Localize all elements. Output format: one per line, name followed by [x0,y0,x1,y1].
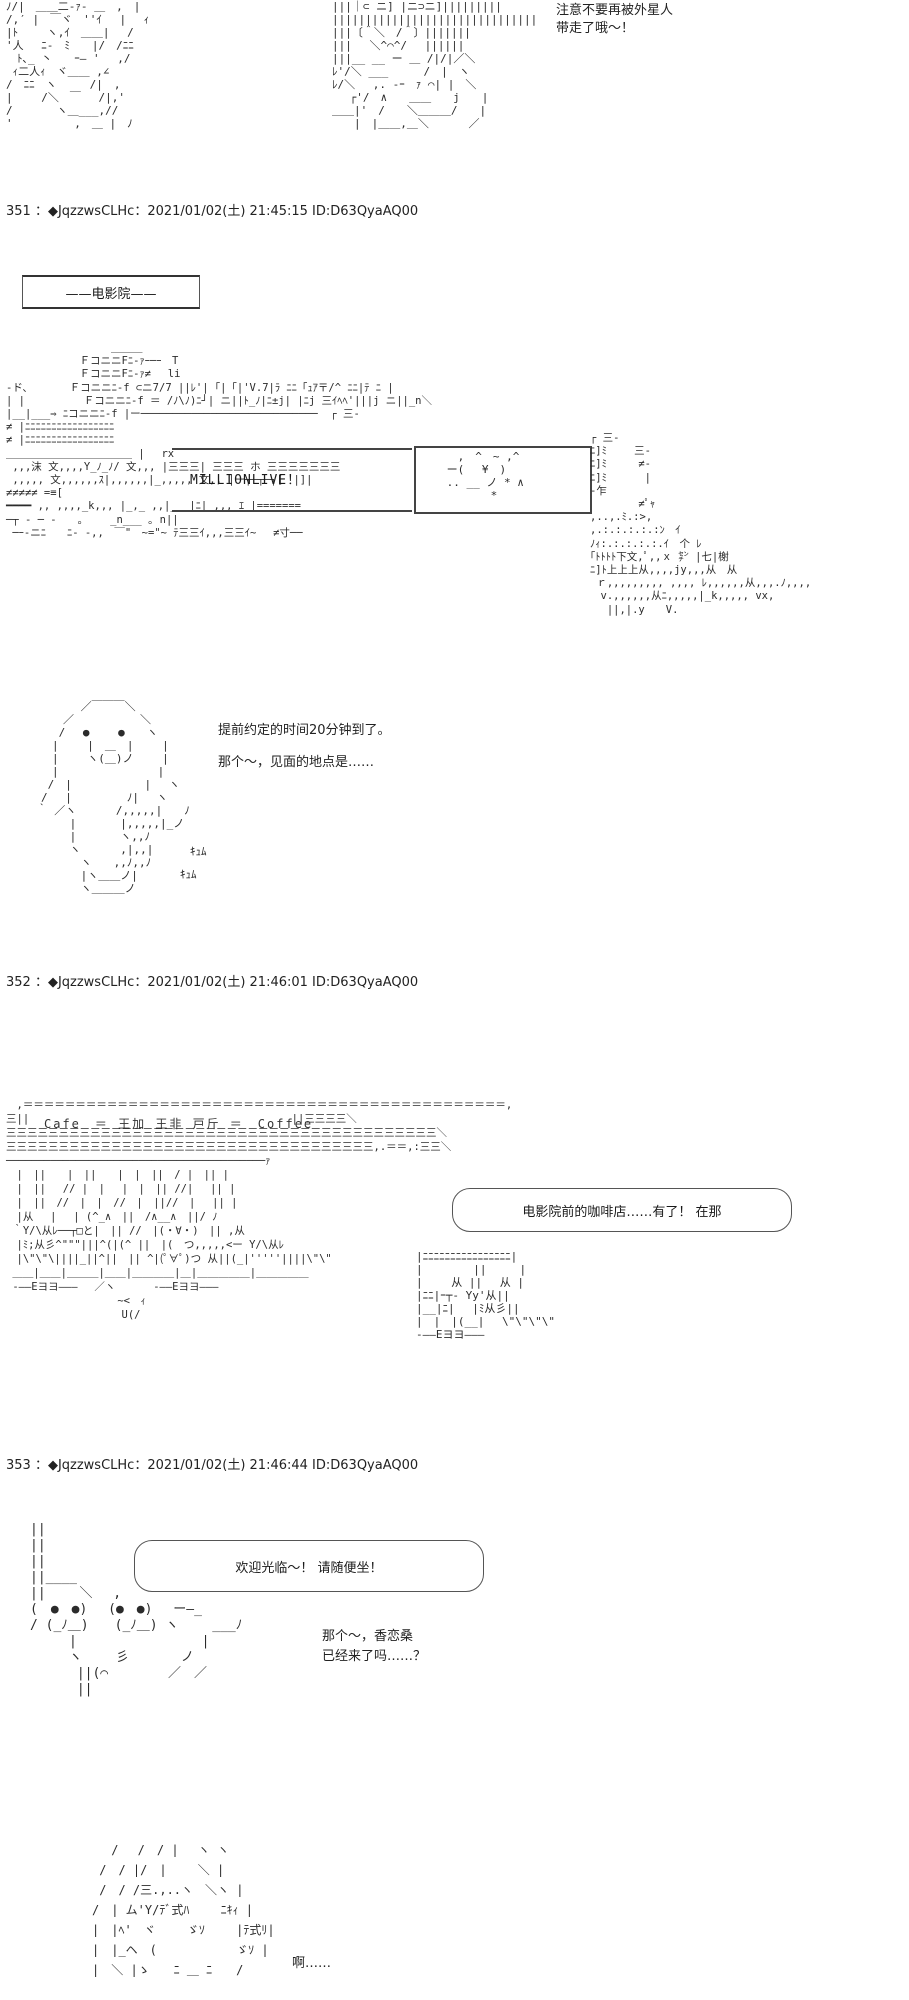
welcome-bubble-text: 欢迎光临～！ 请随便坐！ [235,1560,383,1576]
cinema-right-art: ┌ 三- ﾆ]ﾐ 三- ﾆ]ﾐ ≠‐ ﾆ]ﾐ | -乍 ≠ﾟｬ ,..,.ﾐ.:… [590,432,812,616]
post-header: 351 ：◆JqzzwsCLHc：2021/01/02(土) 21:45:15 … [6,204,419,219]
cinema-sign: MILLIONLIVE！ [190,473,302,488]
cafe-right-art: |ﾆﾆﾆﾆﾆﾆﾆﾆﾆﾆﾆﾆﾆﾆﾆﾆ| | || | | 从 || 从 | |ﾆﾆ… [416,1250,555,1341]
cinema-sign-frame [172,448,412,512]
cinema-art: ＿＿＿ ＦコニニFﾆ-ｧｰ─ｰ T ＦコニニFﾆ-ｧ≠ li -ド、 Ｆコニニﾆ… [6,342,433,539]
cinema-poster-art: , ^ ~ ,^ ー( ¥ ) .. __ ノ * ∧ * [446,450,524,502]
character-art: ／￣￣￣＼ ／ ＼ / ● ● ヽ | | ＿ | | | ヽ(＿)ノ | | … [36,700,190,895]
top-middle-art: |||｜⊂ ニ] |ニ⊃ニ]||||||||| ||||||||||||||||… [332,0,538,130]
bottom-speech: 啊…… [292,1956,332,1971]
cafe-sign: Cafe ＝ 王加 王非 戸斤 ＝ Coffee [44,1117,314,1131]
speech-bubble-cafe: 电影院前的咖啡店……有了！ 在那 [452,1188,792,1232]
scene-title: ——电影院—— [65,286,157,302]
scene-title-box: ——电影院—— [22,275,200,309]
sfx-1: ｷｭﾑ [190,845,207,858]
post-header: 352 ：◆JqzzwsCLHc：2021/01/02(土) 21:46:01 … [6,975,419,990]
post-header: 353 ：◆JqzzwsCLHc：2021/01/02(土) 21:46:44 … [6,1458,419,1473]
speech-bubble-welcome: 欢迎光临～！ 请随便坐！ [134,1540,484,1592]
waiter-art: || || || ||____ || ＼ , ( ● ●) (● ●) ー―_ … [30,1522,243,1697]
sfx-2: ｷｭﾑ [180,868,197,881]
top-left-art: ﾉ/| ＿＿二-ｧ- ＿ , | /,′ | ￣ヾ ''ｲ | ｨ |ﾄ ヽ,ｲ… [6,0,150,130]
top-speech-line2: 带走了哦～！ [556,21,635,36]
speech-line1: 那个～，香恋桑 [322,1629,414,1644]
narration-line1: 提前约定的时间20分钟到了。 [218,723,391,738]
speech-line2: 已经来了吗……？ [322,1649,427,1664]
cafe-art: ,＝＝＝＝＝＝＝＝＝＝＝＝＝＝＝＝＝＝＝＝＝＝＝＝＝＝＝＝＝＝＝＝＝＝＝＝＝＝＝… [6,1099,513,1321]
narration-line2: 那个～，见面的地点是…… [218,755,375,770]
cafe-bubble-text: 电影院前的咖啡店……有了！ 在那 [522,1204,722,1220]
top-speech-line1: 注意不要再被外星人 [556,3,674,18]
cinema-poster-frame [414,446,592,514]
bottom-art: / / / | ヽ ヽ / / |/ | ＼ | / / /三.,..ヽ ＼ヽ … [92,1843,275,1977]
